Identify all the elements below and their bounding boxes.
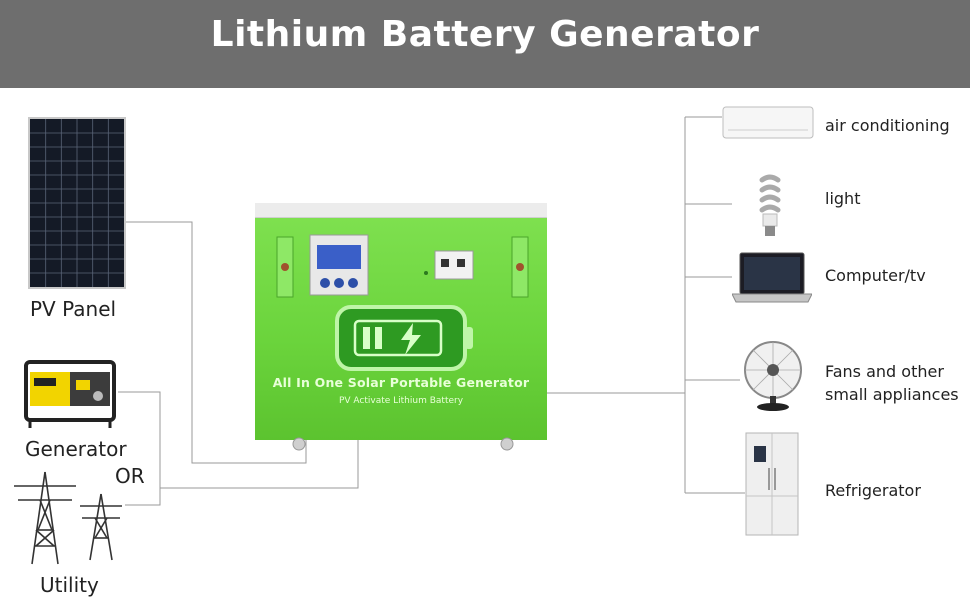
unit-title-text: All In One Solar Portable Generator	[272, 375, 530, 390]
or-label: OR	[115, 464, 145, 488]
fans-label-line2: small appliances	[825, 385, 959, 404]
pv-panel-label: PV Panel	[30, 297, 117, 321]
utility-tower-icon	[14, 471, 122, 565]
unit-panel-graphics	[276, 234, 529, 451]
generator-unit: All In One Solar Portable Generator PV A…	[255, 203, 547, 451]
generator-label: Generator	[25, 437, 127, 461]
laptop-icon	[732, 252, 812, 303]
computer-tv-label: Computer/tv	[825, 266, 926, 285]
air-conditioner-icon	[722, 106, 814, 139]
refrigerator-icon	[745, 432, 799, 536]
solar-panel-icon	[28, 117, 126, 289]
generator-icon	[24, 360, 116, 428]
refrigerator-label: Refrigerator	[825, 481, 921, 500]
light-label: light	[825, 189, 861, 208]
light-bulb-icon	[759, 174, 781, 236]
utility-label: Utility	[40, 573, 99, 597]
fans-label-line1: Fans and other	[825, 362, 944, 381]
unit-top-cover	[255, 203, 547, 218]
unit-subtitle-text: PV Activate Lithium Battery	[338, 396, 464, 406]
wire-pv-panel	[125, 221, 307, 464]
air-conditioning-label: air conditioning	[825, 116, 950, 135]
fan-icon	[744, 341, 802, 411]
page-title: Lithium Battery Generator	[210, 14, 760, 55]
header-bar: Lithium Battery Generator	[0, 0, 970, 88]
wire-utility	[125, 488, 161, 506]
